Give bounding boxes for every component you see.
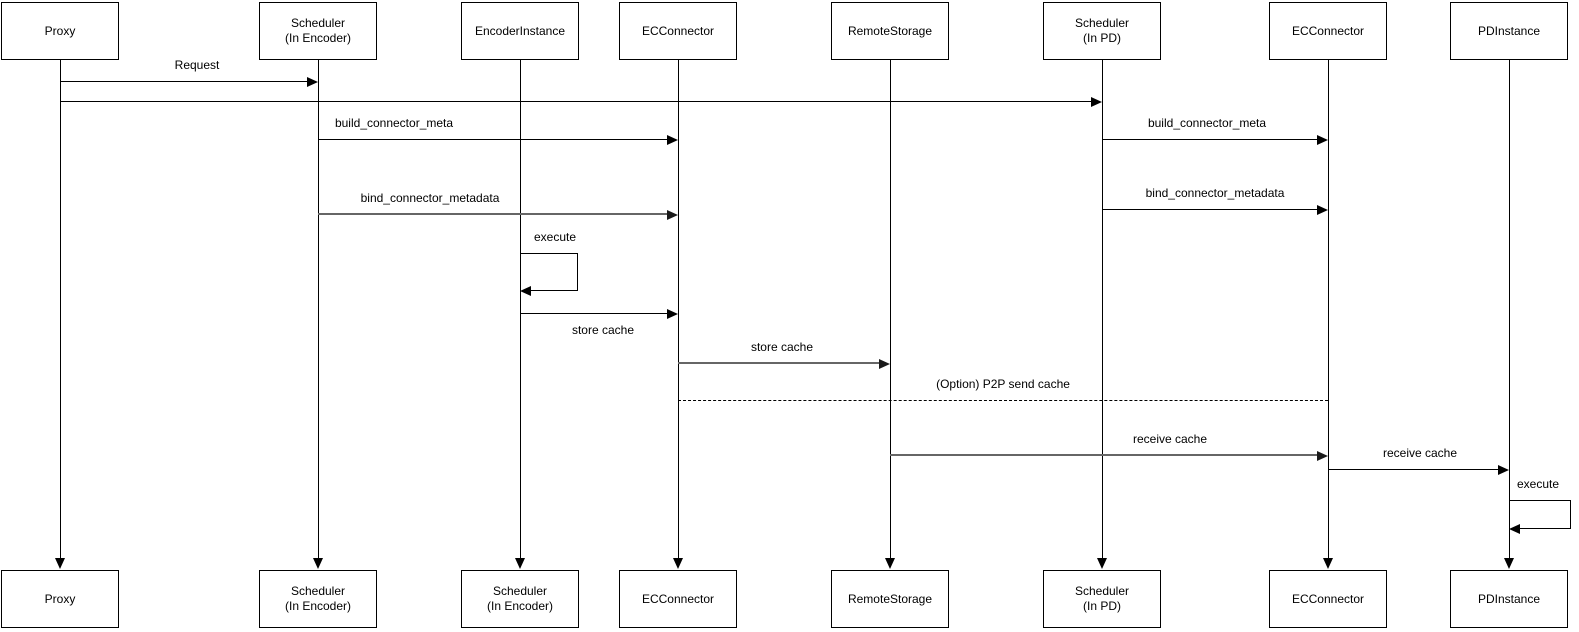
self-message-top-execute <box>1509 500 1570 501</box>
participant-label: ECConnector <box>641 591 715 606</box>
participant-top-box-ec-connector-1: ECConnector <box>619 2 737 60</box>
message-arrow-unlabeled <box>60 101 1093 102</box>
arrowhead-receive-cache <box>1317 450 1328 461</box>
message-arrow-bind-connector-metadata <box>318 213 669 215</box>
message-label-execute: execute <box>530 229 580 245</box>
participant-label: EncoderInstance <box>474 23 566 38</box>
arrowhead-store-cache <box>667 308 678 319</box>
lifeline-end-arrowhead-pd-instance <box>1504 558 1514 569</box>
message-label-build-connector-meta: build_connector_meta <box>331 115 457 131</box>
lifeline-pd-instance <box>1508 60 1510 560</box>
lifeline-encoder-instance <box>519 60 521 560</box>
message-label-bind-connector-metadata: bind_connector_metadata <box>357 190 503 206</box>
participant-label: PDInstance <box>1477 591 1541 606</box>
participant-bottom-box-remote-storage: RemoteStorage <box>831 570 949 628</box>
participant-label: Scheduler (In Encoder) <box>486 584 554 613</box>
participant-label: Scheduler (In Encoder) <box>284 16 352 45</box>
lifeline-ec-connector-1 <box>677 60 679 560</box>
message-label-receive-cache: receive cache <box>1379 445 1461 461</box>
participant-top-box-ec-connector-2: ECConnector <box>1269 2 1387 60</box>
message-dashed-line-option-p2p-send-cache <box>678 400 1328 401</box>
message-label-store-cache: store cache <box>747 339 817 355</box>
participant-label: Scheduler (In PD) <box>1074 584 1130 613</box>
lifeline-end-arrowhead-remote-storage <box>885 558 895 569</box>
message-arrow-receive-cache <box>1328 469 1500 470</box>
lifeline-end-arrowhead-proxy <box>55 558 65 569</box>
message-label-execute: execute <box>1513 476 1563 492</box>
lifeline-remote-storage <box>889 60 891 560</box>
message-arrow-build-connector-meta <box>1102 139 1319 140</box>
lifeline-end-arrowhead-scheduler-in-pd <box>1097 558 1107 569</box>
self-message-side-execute <box>1570 500 1571 528</box>
arrowhead-build-connector-meta <box>1317 134 1328 145</box>
participant-bottom-box-scheduler-in-encoder: Scheduler (In Encoder) <box>259 570 377 628</box>
participant-label: Proxy <box>44 23 76 38</box>
participant-bottom-box-encoder-instance: Scheduler (In Encoder) <box>461 570 579 628</box>
lifeline-scheduler-in-encoder <box>317 60 319 560</box>
arrowhead-store-cache <box>879 358 890 369</box>
message-arrow-bind-connector-metadata <box>1102 209 1319 210</box>
self-message-bottom-execute <box>529 290 578 291</box>
participant-label: ECConnector <box>1291 591 1365 606</box>
lifeline-end-arrowhead-ec-connector-1 <box>673 558 683 569</box>
message-arrow-store-cache <box>520 313 669 314</box>
participant-bottom-box-scheduler-in-pd: Scheduler (In PD) <box>1043 570 1161 628</box>
arrowhead-execute <box>520 285 531 296</box>
message-label-option-p2p-send-cache: (Option) P2P send cache <box>933 376 1073 392</box>
participant-top-box-encoder-instance: EncoderInstance <box>461 2 579 60</box>
participant-label: Scheduler (In Encoder) <box>284 584 352 613</box>
message-label-build-connector-meta: build_connector_meta <box>1144 115 1270 131</box>
lifeline-end-arrowhead-scheduler-in-encoder <box>313 558 323 569</box>
lifeline-end-arrowhead-ec-connector-2 <box>1323 558 1333 569</box>
participant-bottom-box-pd-instance: PDInstance <box>1450 570 1568 628</box>
message-arrow-build-connector-meta <box>318 139 669 140</box>
participant-bottom-box-ec-connector-1: ECConnector <box>619 570 737 628</box>
participant-top-box-scheduler-in-pd: Scheduler (In PD) <box>1043 2 1161 60</box>
arrowhead-receive-cache <box>1498 464 1509 475</box>
message-label-receive-cache: receive cache <box>1129 431 1211 447</box>
message-arrow-request <box>60 81 309 82</box>
participant-bottom-box-ec-connector-2: ECConnector <box>1269 570 1387 628</box>
participant-label: Proxy <box>44 591 76 606</box>
self-message-bottom-execute <box>1518 528 1571 529</box>
lifeline-end-arrowhead-encoder-instance <box>515 558 525 569</box>
message-arrow-store-cache <box>678 362 881 364</box>
message-arrow-receive-cache <box>890 454 1319 456</box>
arrowhead-build-connector-meta <box>667 134 678 145</box>
lifeline-proxy <box>59 60 61 560</box>
arrowhead-bind-connector-metadata <box>1317 204 1328 215</box>
participant-top-box-pd-instance: PDInstance <box>1450 2 1568 60</box>
participant-label: RemoteStorage <box>847 23 933 38</box>
participant-top-box-remote-storage: RemoteStorage <box>831 2 949 60</box>
self-message-side-execute <box>577 253 578 290</box>
lifeline-scheduler-in-pd <box>1101 60 1103 560</box>
participant-top-box-scheduler-in-encoder: Scheduler (In Encoder) <box>259 2 377 60</box>
message-label-request: Request <box>171 57 223 73</box>
self-message-top-execute <box>520 253 577 254</box>
arrowhead-unlabeled <box>1091 96 1102 107</box>
participant-label: ECConnector <box>641 23 715 38</box>
participant-bottom-box-proxy: Proxy <box>1 570 119 628</box>
arrowhead-execute <box>1509 523 1520 534</box>
arrowhead-request <box>307 76 318 87</box>
message-label-bind-connector-metadata: bind_connector_metadata <box>1142 185 1288 201</box>
message-label-store-cache: store cache <box>568 322 638 338</box>
arrowhead-bind-connector-metadata <box>667 209 678 220</box>
participant-label: ECConnector <box>1291 23 1365 38</box>
participant-top-box-proxy: Proxy <box>1 2 119 60</box>
participant-label: RemoteStorage <box>847 591 933 606</box>
participant-label: Scheduler (In PD) <box>1074 16 1130 45</box>
participant-label: PDInstance <box>1477 23 1541 38</box>
lifeline-ec-connector-2 <box>1327 60 1329 560</box>
